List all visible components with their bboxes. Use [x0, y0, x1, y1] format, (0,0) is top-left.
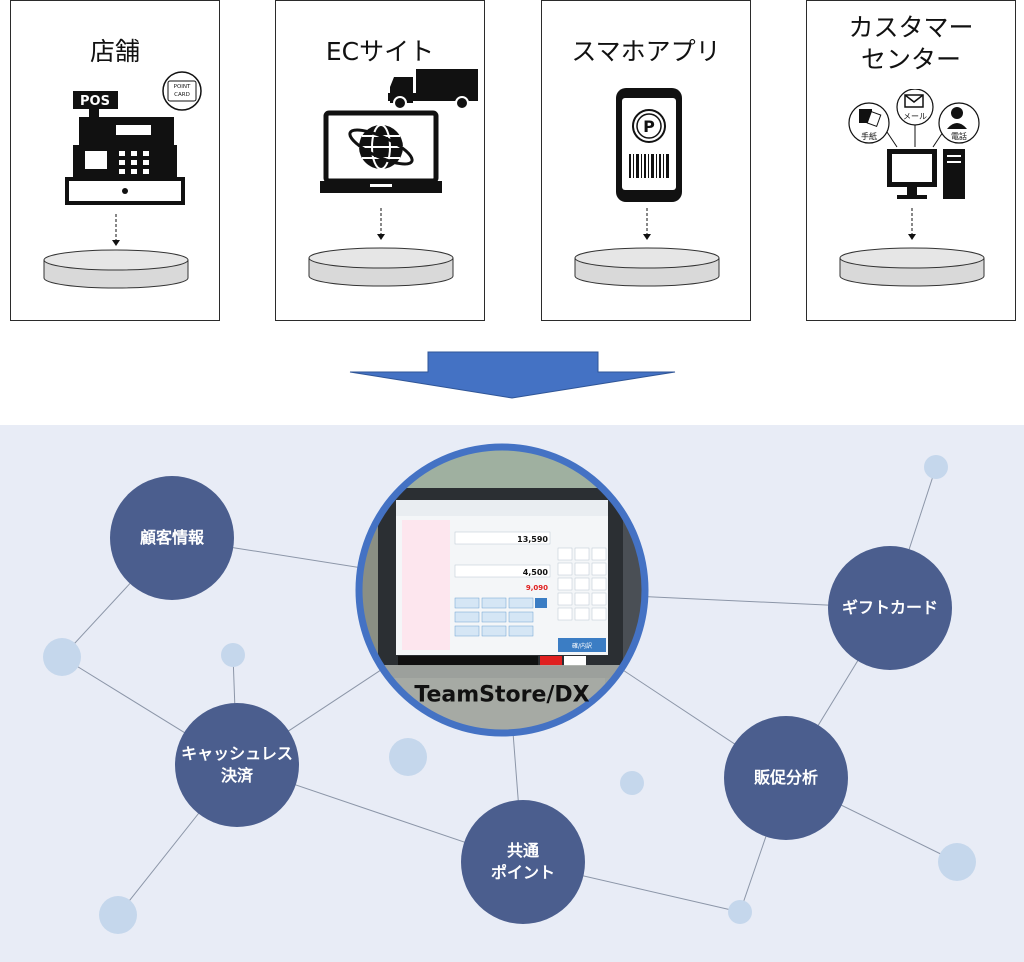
node-gift-card: ギフトカード: [842, 597, 938, 619]
center-ring: [355, 443, 649, 737]
database-icon: [43, 214, 189, 289]
source-panel-ec: ECサイト: [275, 0, 485, 321]
node-cashless-payment: キャッシュレス 決済: [181, 743, 293, 787]
point-symbol: P: [643, 117, 655, 136]
node-label: ギフトカード: [841, 598, 939, 617]
panel-title: ECサイト: [325, 37, 435, 66]
node-label-line2: ポイント: [490, 863, 556, 882]
down-arrow-icon: [349, 351, 676, 399]
screen-amount-1: 13,590: [517, 535, 548, 544]
source-panel-store: 店舗 POS POINT CARD: [10, 0, 220, 321]
mail-label: メール: [903, 112, 927, 121]
node-label-line1: キャッシュレス: [181, 744, 293, 763]
point-card-text-1: POINT: [174, 84, 191, 90]
laptop-globe-icon: [320, 69, 478, 193]
network-diagram: 13,590 4,500 9,090 確/内訳: [43, 443, 976, 934]
letter-label: 手紙: [861, 131, 877, 141]
cash-register-icon: POS POINT CARD: [65, 71, 202, 205]
panel-title-line1: カスタマー: [848, 13, 974, 42]
pos-badge-text: POS: [80, 94, 110, 109]
source-panel-customer-center: カスタマー センター 手紙 メール 電話: [806, 0, 1016, 321]
panel-title: スマホアプリ: [571, 37, 721, 66]
phone-label: 電話: [951, 131, 967, 141]
panel-title-line2: センター: [860, 45, 961, 74]
screen-amount-3: 9,090: [526, 584, 548, 592]
screen-confirm: 確/内訳: [572, 642, 592, 650]
point-card-text-2: CARD: [174, 92, 190, 98]
node-common-point: 共通 ポイント: [491, 840, 555, 884]
screen-amount-2: 4,500: [523, 568, 549, 577]
node-customer-info: 顧客情報: [140, 527, 204, 549]
panel-title: 店舗: [89, 37, 140, 66]
source-panel-app: スマホアプリ P: [541, 0, 751, 321]
center-label: TeamStore/DX: [414, 682, 590, 708]
node-label: 顧客情報: [139, 528, 205, 547]
smartphone-barcode-icon: P: [616, 88, 682, 202]
database-icon: [574, 208, 720, 287]
node-label: 販促分析: [753, 768, 819, 787]
database-icon: [308, 208, 454, 287]
database-icon: [839, 208, 985, 287]
node-promotion-analysis: 販促分析: [754, 767, 818, 789]
computer-contact-icon: 手紙 メール 電話: [848, 89, 980, 199]
node-label-line1: 共通: [506, 841, 540, 860]
node-label-line2: 決済: [220, 766, 253, 785]
